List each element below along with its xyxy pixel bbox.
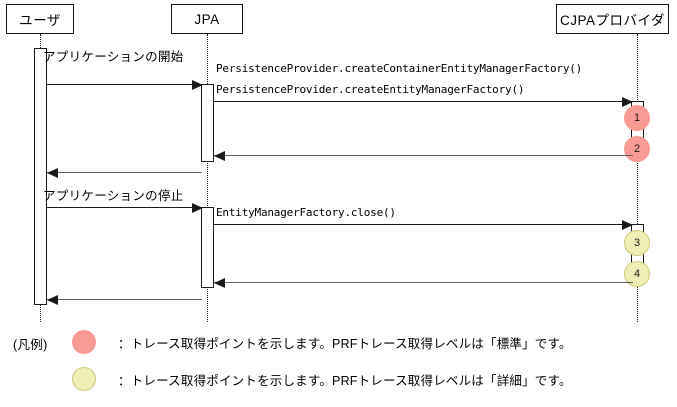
legend-text-detail: ：トレース取得ポイントを示します。PRFトレース取得レベルは「詳細」です。: [118, 373, 572, 388]
trace-point-4: 4: [624, 261, 650, 287]
trace-point-4-number: 4: [633, 268, 641, 280]
message-arrowhead-application-stop: [192, 202, 203, 213]
participant-label-jpa: JPA: [194, 11, 220, 27]
message-arrowhead-return-to-jpa-stop: [214, 277, 225, 288]
legend-row-standard: ：トレース取得ポイントを示します。PRFトレース取得レベルは「標準」です。: [72, 330, 572, 354]
legend-swatch-detail-icon: [72, 367, 96, 391]
trace-point-2: 2: [624, 136, 650, 162]
message-arrowhead-return-to-user-stop: [47, 294, 58, 305]
activation-bar-jpa-stop: [201, 207, 214, 288]
message-arrowhead-application-start: [192, 79, 203, 90]
message-label-create-entity-manager-factory: PersistenceProvider.createEntityManagerF…: [216, 83, 525, 96]
message-line-return-to-user-stop: [47, 299, 202, 300]
message-line-application-stop: [47, 207, 203, 208]
message-line-return-to-jpa-start: [214, 155, 633, 156]
trace-point-1-number: 1: [633, 112, 641, 124]
trace-point-3: 3: [624, 230, 650, 256]
message-label-entity-manager-factory-close: EntityManagerFactory.close(): [216, 206, 396, 219]
message-arrowhead-create-entity-manager-factory: [622, 96, 633, 107]
participant-box-user: ユーザ: [6, 4, 74, 34]
trace-point-1: 1: [624, 105, 650, 131]
participant-box-jpa: JPA: [171, 4, 243, 34]
message-line-application-start: [47, 84, 203, 85]
message-line-return-to-jpa-stop: [214, 282, 633, 283]
legend-row-detail: ：トレース取得ポイントを示します。PRFトレース取得レベルは「詳細」です。: [72, 367, 572, 391]
message-line-return-to-user-start: [47, 172, 202, 173]
message-label-application-stop: アプリケーションの停止: [43, 189, 184, 203]
message-arrowhead-return-to-user-start: [47, 167, 58, 178]
trace-point-3-number: 3: [633, 237, 641, 249]
lifeline-jpa: [207, 34, 208, 322]
legend-title: (凡例): [13, 338, 48, 352]
message-arrowhead-entity-manager-factory-close: [622, 219, 633, 230]
legend-swatch-standard-icon: [72, 330, 96, 354]
message-arrowhead-return-to-jpa-start: [214, 150, 225, 161]
message-label-create-container-entity-manager-factory: PersistenceProvider.createContainerEntit…: [216, 62, 583, 75]
legend-text-standard: ：トレース取得ポイントを示します。PRFトレース取得レベルは「標準」です。: [118, 336, 572, 351]
message-label-application-start: アプリケーションの開始: [43, 50, 184, 64]
trace-point-2-number: 2: [633, 143, 641, 155]
participant-label-cjpa-provider: CJPAプロバイダ: [560, 13, 665, 28]
activation-bar-jpa-start: [201, 84, 214, 162]
message-line-entity-manager-factory-close: [214, 224, 633, 225]
participant-label-user: ユーザ: [19, 13, 61, 28]
participant-box-cjpa-provider: CJPAプロバイダ: [556, 4, 669, 34]
lifeline-cjpa-provider: [637, 34, 638, 322]
activation-bar-user: [34, 48, 47, 305]
message-line-create-entity-manager-factory: [214, 101, 633, 102]
